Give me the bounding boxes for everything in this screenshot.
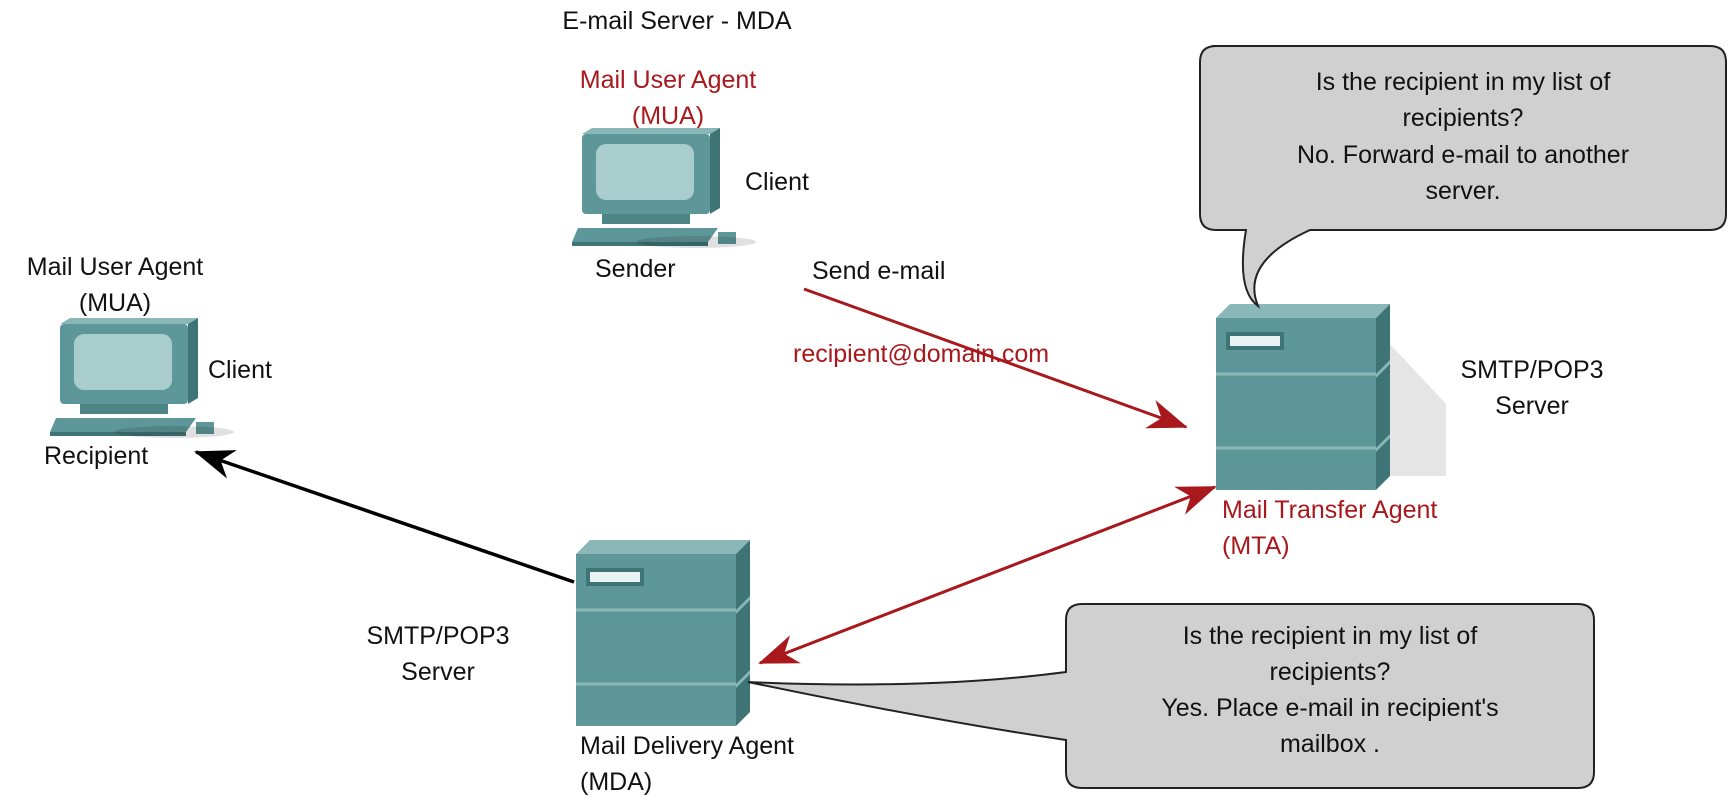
- mta-speech-bubble: [1199, 45, 1727, 309]
- mda-agent-abbr: (MDA): [580, 768, 652, 796]
- mda-speech-bubble: [747, 603, 1595, 789]
- diagram-title: E-mail Server - MDA: [562, 7, 792, 35]
- mta-mda-arrow: [758, 485, 1217, 665]
- mta-server-label: Server: [1495, 392, 1569, 420]
- computer-icon: [572, 128, 756, 248]
- recipient-agent-label: Mail User Agent: [27, 253, 204, 281]
- mda-agent-label: Mail Delivery Agent: [580, 732, 794, 760]
- mta-bubble-line3: No. Forward e-mail to another: [1297, 141, 1629, 169]
- mda-bubble-line3: Yes. Place e-mail in recipient's: [1161, 694, 1498, 722]
- server-icon: [576, 540, 750, 726]
- mta-bubble-line2: recipients?: [1403, 104, 1524, 132]
- mda-server-label: Server: [401, 658, 475, 686]
- mta-agent-label: Mail Transfer Agent: [1222, 496, 1437, 524]
- mta-bubble-line4: server.: [1425, 177, 1500, 205]
- mda-bubble-line2: recipients?: [1270, 658, 1391, 686]
- mda-bubble-line1: Is the recipient in my list of: [1183, 622, 1478, 650]
- deliver-arrow: [194, 450, 575, 584]
- recipient-name-label: Recipient: [44, 442, 148, 470]
- mda-proto-label: SMTP/POP3: [366, 622, 509, 650]
- recipient-agent-abbr: (MUA): [79, 289, 151, 317]
- mta-bubble-line1: Is the recipient in my list of: [1316, 68, 1611, 96]
- sender-name-label: Sender: [595, 255, 676, 283]
- sender-agent-label: Mail User Agent: [580, 66, 757, 94]
- server-icon: [1216, 304, 1446, 490]
- computer-icon: [50, 318, 234, 438]
- recipient-role-label: Client: [208, 356, 272, 384]
- mta-agent-abbr: (MTA): [1222, 532, 1290, 560]
- send-email-label: Send e-mail: [812, 257, 945, 285]
- mta-proto-label: SMTP/POP3: [1460, 356, 1603, 384]
- sender-role-label: Client: [745, 168, 809, 196]
- sender-agent-abbr: (MUA): [632, 102, 704, 130]
- send-email-arrow: [803, 287, 1188, 429]
- recipient-address-label: recipient@domain.com: [793, 340, 1049, 368]
- mda-bubble-line4: mailbox .: [1280, 730, 1380, 758]
